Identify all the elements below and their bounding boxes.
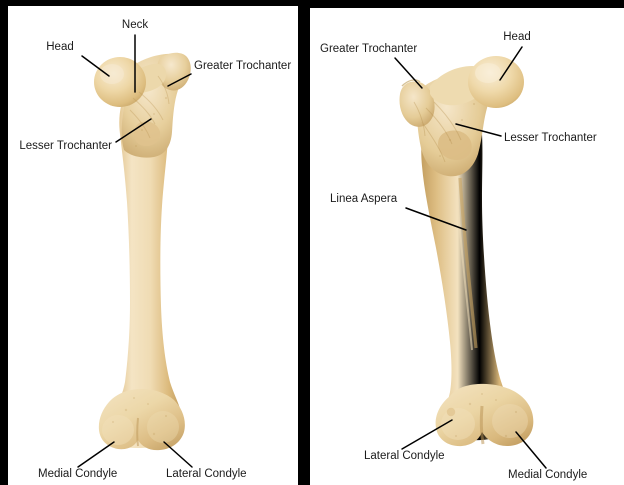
- leader-lesser-trochanter: [115, 118, 152, 143]
- proximal-texture: [129, 75, 170, 139]
- intercondylar-groove-anterior: [136, 417, 139, 447]
- greater-trochanter-notch: [401, 79, 421, 87]
- anterior-shaft: [105, 88, 183, 448]
- lateral-epicondyle-posterior: [446, 407, 456, 417]
- posterior-bone-graphic: [399, 56, 534, 447]
- panel-anterior-view: Head Neck Greater Trochanter Lesser Troc…: [8, 6, 298, 485]
- leader-head: [81, 55, 110, 77]
- linea-aspera-highlight: [455, 179, 473, 351]
- label-lesser-trochanter-anterior: Lesser Trochanter: [19, 140, 112, 152]
- greater-trochanter-anterior: [157, 52, 191, 91]
- leader-head-posterior: [499, 46, 523, 81]
- medial-condyle-posterior: [492, 404, 528, 438]
- medial-condyle-anterior: [102, 415, 134, 445]
- lesser-trochanter-anterior: [134, 121, 161, 147]
- distal-condyles-anterior: [98, 389, 185, 451]
- label-lateral-condyle-posterior: Lateral Condyle: [364, 450, 445, 462]
- posterior-proximal-texture: [413, 101, 462, 163]
- linea-aspera-ridge: [458, 177, 478, 349]
- label-head-anterior: Head: [46, 41, 74, 53]
- bone-speckle-anterior: [112, 96, 168, 436]
- label-head-posterior: Head: [503, 31, 531, 43]
- leader-lateral-condyle-posterior: [401, 419, 453, 450]
- leader-greater-trochanter-posterior: [394, 57, 423, 89]
- leader-lateral-condyle: [163, 441, 193, 468]
- greater-trochanter-posterior: [399, 81, 435, 127]
- femoral-head-highlight: [100, 64, 124, 84]
- label-greater-trochanter-posterior: Greater Trochanter: [320, 43, 417, 55]
- leader-linea-aspera: [405, 207, 467, 231]
- label-greater-trochanter-anterior: Greater Trochanter: [194, 60, 291, 72]
- leader-greater-trochanter: [167, 73, 192, 87]
- posterior-femur-illustration: Greater Trochanter Head Lesser Trochante…: [320, 31, 597, 481]
- anterior-bone-graphic: [94, 52, 191, 451]
- label-lesser-trochanter-posterior: Lesser Trochanter: [504, 132, 597, 144]
- posterior-leader-lines: [394, 46, 547, 469]
- distal-condyles-posterior: [435, 383, 534, 447]
- label-medial-condyle-posterior: Medial Condyle: [508, 469, 587, 481]
- anterior-femur-illustration: Head Neck Greater Trochanter Lesser Troc…: [19, 19, 291, 480]
- lateral-condyle-anterior: [147, 411, 179, 443]
- label-medial-condyle-anterior: Medial Condyle: [38, 468, 117, 480]
- anterior-leader-lines: [77, 34, 193, 468]
- leader-medial-condyle: [77, 441, 115, 468]
- lateral-condyle-posterior: [441, 408, 475, 440]
- bone-speckle-posterior: [439, 102, 518, 438]
- label-lateral-condyle-anterior: Lateral Condyle: [166, 468, 247, 480]
- femoral-head-highlight-posterior: [475, 63, 501, 83]
- label-neck-anterior: Neck: [122, 19, 148, 31]
- femoral-head-anterior: [94, 57, 146, 107]
- intercondylar-fossa-posterior: [479, 405, 485, 445]
- panel-posterior-view: Greater Trochanter Head Lesser Trochante…: [310, 8, 624, 485]
- leader-medial-condyle-posterior: [515, 431, 547, 469]
- label-linea-aspera: Linea Aspera: [330, 193, 398, 205]
- lesser-trochanter-posterior: [438, 130, 472, 160]
- leader-lesser-trochanter-posterior: [455, 123, 502, 137]
- femoral-head-posterior: [468, 56, 524, 108]
